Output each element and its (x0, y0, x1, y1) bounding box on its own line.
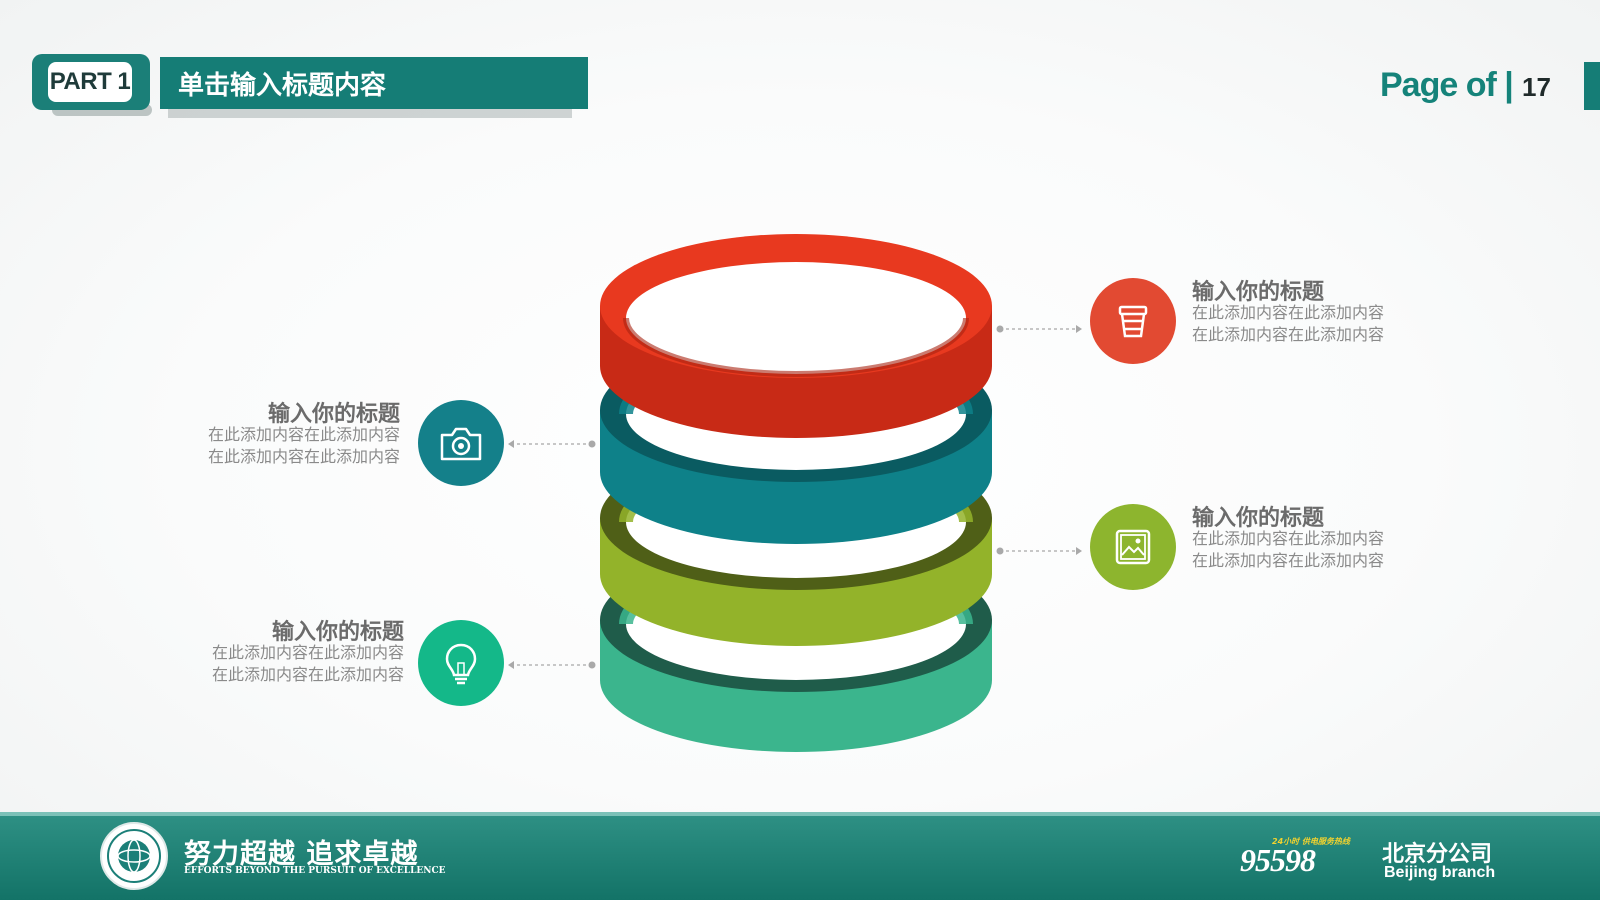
camera-icon (440, 427, 482, 461)
item-3-title: 输入你的标题 (1192, 506, 1325, 531)
part-label: PART 1 (48, 62, 132, 102)
item-2-circle (418, 400, 504, 486)
cup-icon (1118, 305, 1148, 338)
hotline-number: 95598 (1240, 842, 1316, 878)
globe-icon (107, 829, 161, 883)
ring-1 (600, 234, 992, 438)
item-3-circle (1090, 504, 1176, 590)
item-4-circle (418, 620, 504, 706)
footer-divider (0, 812, 1600, 816)
branch-name-en: Beijing branch (1384, 864, 1496, 881)
title-bar-shadow (168, 108, 572, 118)
page-number: 17 (1522, 72, 1551, 102)
state-grid-logo (100, 822, 168, 890)
slide-title: 单击输入标题内容 (160, 57, 588, 109)
footer-slogan-en: EFFORTS BEYOND THE PURSUIT OF EXCELLENCE (184, 866, 446, 876)
lightbulb-icon (445, 643, 477, 685)
part-badge: PART 1 (32, 54, 150, 110)
picture-icon (1115, 529, 1151, 565)
page-of-label: Page of | (1380, 66, 1514, 104)
item-2-title: 输入你的标题 (267, 402, 400, 427)
branch-name: 北京分公司 (1382, 842, 1493, 867)
item-3-desc: 在此添加内容在此添加内容 在此添加内容在此添加内容 (1192, 529, 1385, 570)
item-1-circle (1090, 278, 1176, 364)
hotline-caption: 24小时 供电服务热线 (1272, 837, 1350, 846)
item-1-desc: 在此添加内容在此添加内容 在此添加内容在此添加内容 (1192, 303, 1385, 344)
edge-tab (1584, 62, 1600, 110)
footer-slogan: 努力超越 追求卓越 (184, 839, 419, 870)
item-2-desc: 在此添加内容在此添加内容 在此添加内容在此添加内容 (207, 425, 400, 466)
footer-bar (0, 812, 1600, 900)
item-4-title: 输入你的标题 (271, 620, 404, 645)
item-4-desc: 在此添加内容在此添加内容 在此添加内容在此添加内容 (211, 643, 404, 684)
item-1-title: 输入你的标题 (1192, 280, 1325, 305)
